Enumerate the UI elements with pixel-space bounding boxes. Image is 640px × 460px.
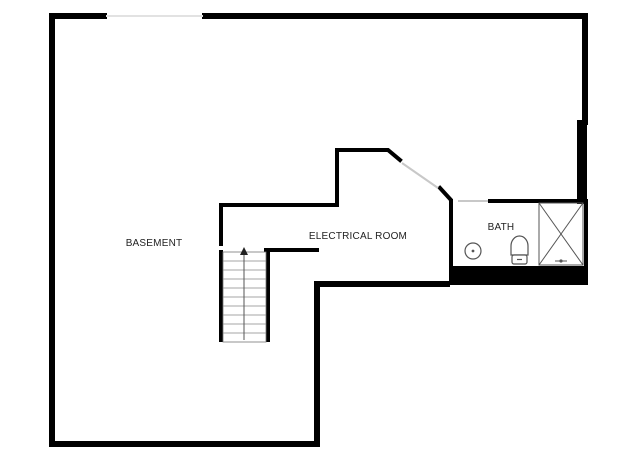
wall-top-right-and-east: [202, 13, 588, 125]
wall-top-left: [49, 13, 450, 447]
room-label-bath: BATH: [488, 222, 515, 233]
outer-walls: [49, 13, 588, 447]
electrical-walls: [219, 148, 453, 252]
electrical-door-opening: [401, 162, 439, 189]
room-label-electrical-room: ELECTRICAL ROOM: [309, 231, 407, 242]
electrical-north-wall: [219, 148, 403, 246]
stairs: [219, 247, 270, 343]
stair-arrow-head: [240, 247, 248, 255]
bath-walls: [449, 199, 588, 272]
sink-icon: [464, 242, 482, 260]
room-label-basement: BASEMENT: [126, 238, 183, 249]
wall-east-thick: [577, 120, 587, 204]
electrical-east-wall: [437, 185, 453, 207]
toilet-icon: [510, 235, 529, 265]
shower-icon: [538, 202, 584, 266]
bath-south-wall: [449, 266, 588, 285]
